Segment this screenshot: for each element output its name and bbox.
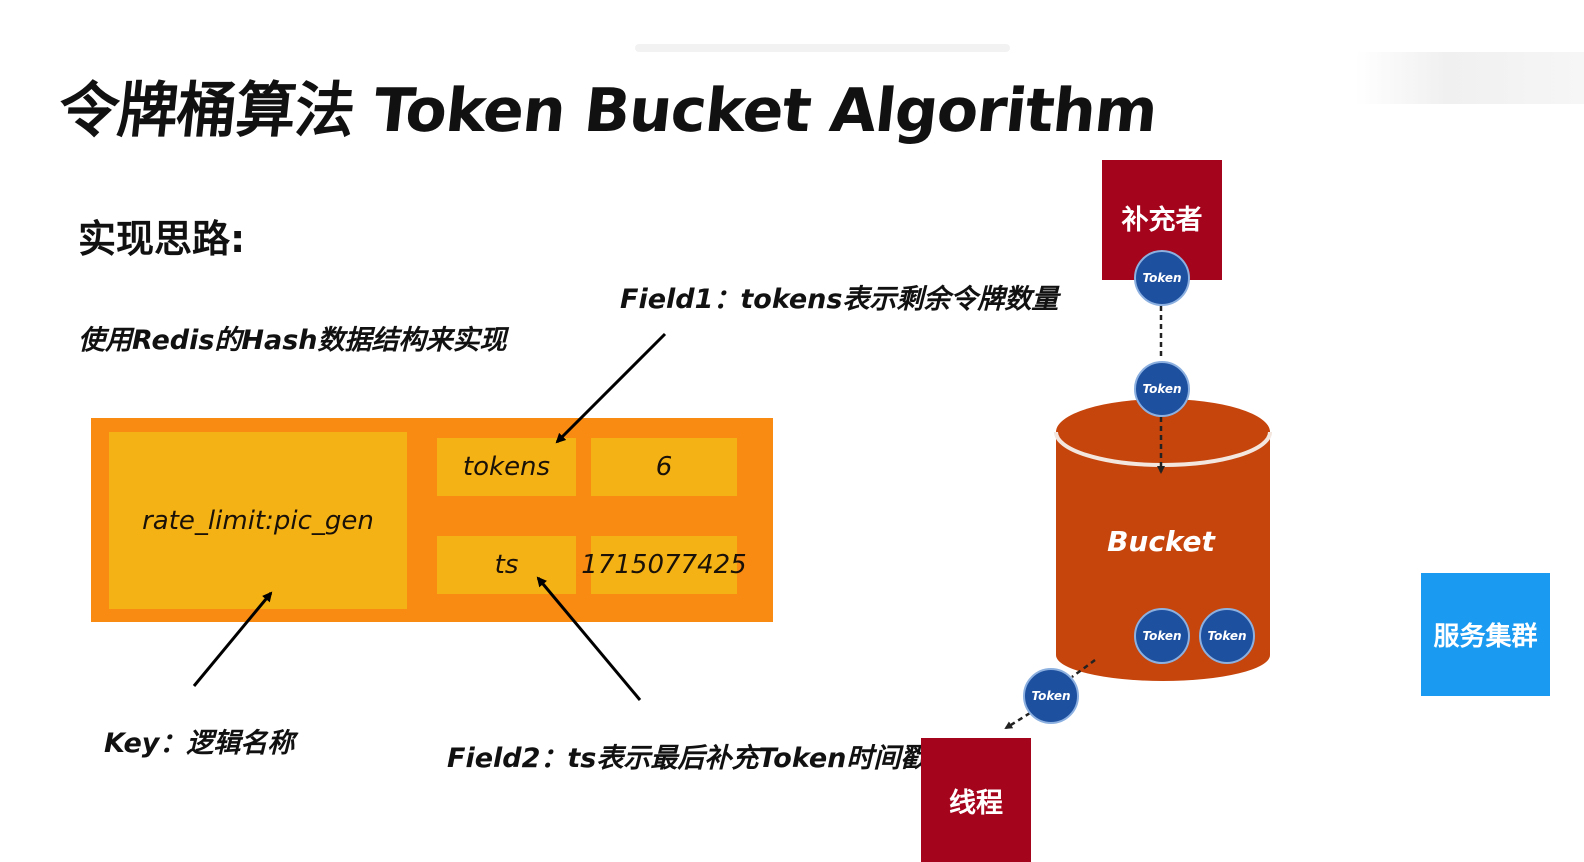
hash-field-tokens: tokens	[437, 438, 576, 496]
field1-note: Field1：tokens表示剩余令牌数量	[620, 284, 1059, 315]
section-subtitle: 实现思路:	[78, 217, 246, 261]
bucket-to-token-line	[1071, 658, 1096, 679]
hash-key-cell: rate_limit:pic_gen	[109, 432, 407, 609]
annotation-arrows	[192, 332, 667, 701]
token-circle-bucket-2: Token	[1199, 608, 1255, 664]
top-scroll-bar	[635, 44, 1010, 52]
refiller-label: 补充者	[1121, 204, 1203, 236]
token-to-thread-arrow	[1004, 711, 1031, 730]
field2-note: Field2：ts表示最后补充Token时间戳	[447, 743, 928, 774]
field1-arrow	[555, 332, 667, 444]
hash-value-tokens: 6	[591, 438, 737, 496]
token-circle-consumed: Token	[1023, 668, 1079, 724]
token-circle-refiller: Token	[1134, 250, 1190, 306]
top-right-blur	[1355, 52, 1584, 104]
service-cluster-box: 服务集群	[1421, 573, 1550, 696]
key-note: Key：逻辑名称	[104, 728, 295, 759]
implementation-description: 使用Redis的Hash数据结构来实现	[78, 325, 507, 356]
bucket-label: Bucket	[1107, 525, 1215, 558]
cluster-label: 服务集群	[1433, 622, 1538, 652]
thread-box: 线程	[921, 738, 1031, 862]
key-arrow	[192, 591, 273, 687]
flow-dashed-arrows	[1004, 306, 1165, 730]
token-circle-bucket-1: Token	[1134, 608, 1190, 664]
token-circle-falling: Token	[1134, 361, 1190, 417]
thread-label: 线程	[949, 787, 1003, 819]
hash-value-ts: 1715077425	[581, 536, 747, 594]
field2-arrow	[536, 576, 642, 701]
hash-field-ts: ts	[437, 536, 576, 594]
